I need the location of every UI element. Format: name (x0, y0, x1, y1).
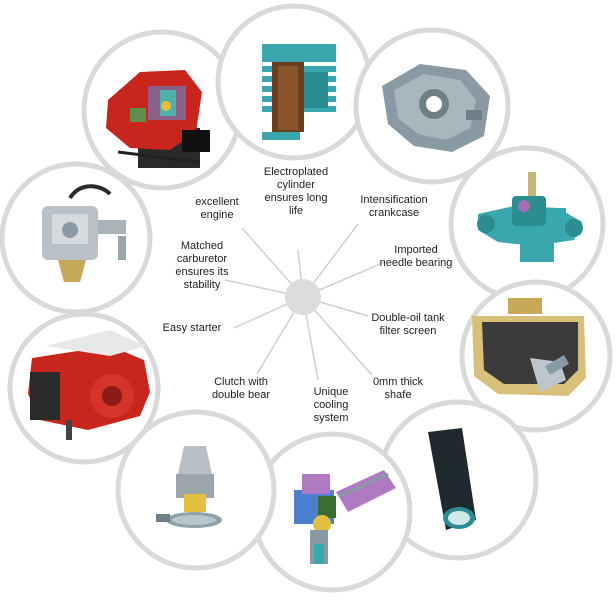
label-double-oil-tank-filter-screen: Double-oil tank filter screen (371, 312, 445, 337)
label-excellent-engine: excellent engine (195, 196, 239, 221)
label-unique-cooling-system: Unique cooling system (313, 386, 349, 424)
oil-tank-icon (459, 279, 613, 433)
label-electroplated-cylinder: Electroplated cylinder ensures long life (263, 166, 329, 217)
cooling-system-icon (251, 431, 413, 593)
starter-icon (7, 311, 161, 465)
label-matched-carburetor: Matched carburetor ensures its stability (175, 240, 229, 291)
needle-bearing-icon (448, 145, 606, 303)
carburetor-icon (0, 161, 153, 315)
cylinder-icon (215, 3, 373, 161)
center-hub (285, 279, 321, 315)
label-clutch-with-double-bear: Clutch with double bear (211, 376, 271, 401)
label-0mm-thick-shafe: 0mm thick shafe (372, 376, 424, 401)
crankcase-icon (353, 27, 511, 185)
label-imported-needle-bearing: Imported needle bearing (379, 244, 453, 269)
clutch-icon (115, 409, 277, 571)
label-easy-starter: Easy starter (162, 322, 222, 334)
label-intensification-crankcase: Intensification crankcase (360, 194, 428, 219)
engine-icon (81, 29, 243, 191)
